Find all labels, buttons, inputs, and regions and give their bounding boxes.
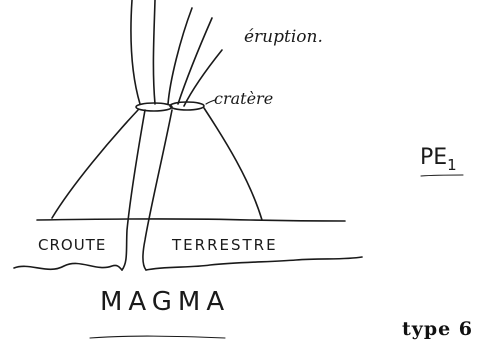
pe-subscript: 1 [447,156,457,174]
volcano-cone [52,108,262,220]
croute-label: CROUTE [38,236,106,254]
pe-label: PE1 [420,145,457,174]
magma-label: MAGMA [100,287,230,317]
terrestre-label: TERRESTRE [171,236,278,254]
magma-underline [90,336,225,338]
ground-surface [37,219,345,221]
type-label: type 6 [402,318,473,340]
pe-main: PE [420,145,447,170]
eruption-label: éruption. [244,27,323,47]
cratere-label: cratère [214,89,273,108]
pe-underline [421,175,463,176]
eruption-plumes [131,0,222,106]
magma-conduit [122,110,172,270]
crater [136,100,215,111]
crust-base-line [14,257,362,270]
